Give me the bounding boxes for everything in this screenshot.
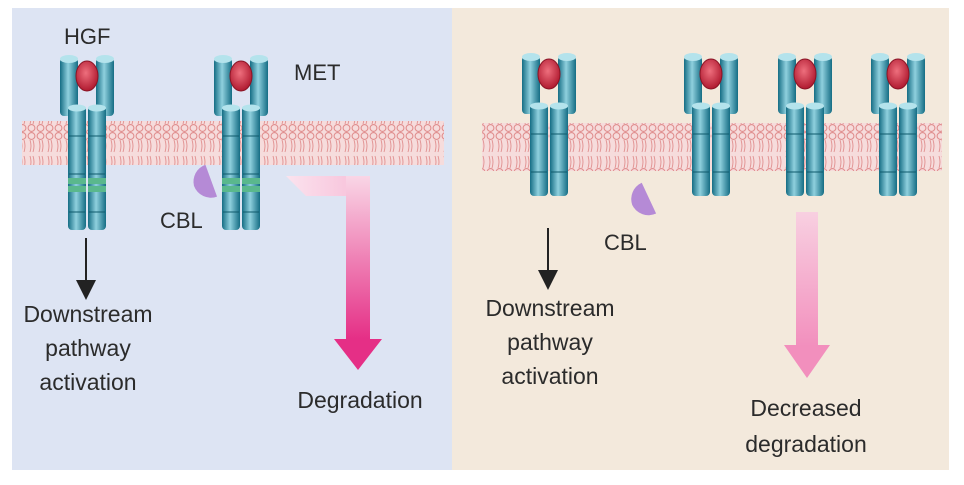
met-receptor <box>60 55 114 230</box>
met-receptor <box>778 53 832 196</box>
decreased-label-line1: Decreased <box>750 395 861 421</box>
decreased-degradation-arrow <box>784 212 830 378</box>
hgf-label: HGF <box>64 24 110 49</box>
hgf-ligand <box>886 58 910 90</box>
hgf-ligand <box>229 60 253 92</box>
met-receptor <box>214 55 268 230</box>
met-receptor <box>522 53 576 196</box>
downstream-label-left-line2: pathway <box>45 335 131 361</box>
downstream-label-right-line1: Downstream <box>485 295 614 321</box>
hgf-ligand <box>699 58 723 90</box>
hgf-ligand <box>75 60 99 92</box>
decreased-label-line2: degradation <box>745 431 867 457</box>
met-receptor <box>684 53 738 196</box>
downstream-label-left-line3: activation <box>39 369 136 395</box>
met-receptor <box>871 53 925 196</box>
cbl-label-right: CBL <box>604 230 647 255</box>
downstream-label-left-line1: Downstream <box>23 301 152 327</box>
downstream-label-right-line3: activation <box>501 363 598 389</box>
receptors-layer <box>60 53 925 230</box>
cbl-shape-left <box>193 164 218 198</box>
downstream-label-right-line2: pathway <box>507 329 593 355</box>
cbl-shape-right <box>631 182 657 216</box>
met-label: MET <box>294 60 340 85</box>
cbl-label-left: CBL <box>160 208 203 233</box>
hgf-ligand <box>793 58 817 90</box>
degradation-label: Degradation <box>297 387 422 413</box>
hgf-ligand <box>537 58 561 90</box>
degradation-arrow <box>286 176 382 370</box>
